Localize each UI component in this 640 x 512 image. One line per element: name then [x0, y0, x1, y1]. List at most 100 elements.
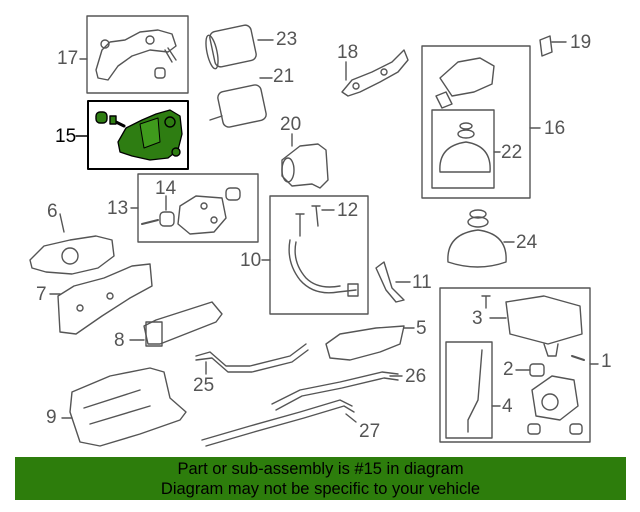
part-26-group: [271, 371, 403, 411]
leader-27: [345, 413, 357, 423]
bushing-1: [569, 423, 583, 435]
callout-18[interactable]: 18: [337, 42, 359, 63]
part-7-group: [49, 263, 153, 335]
callout-23[interactable]: 23: [276, 29, 298, 50]
part-21-group: [209, 77, 273, 128]
part-5-group: [325, 325, 415, 361]
bolt-15-head: [109, 115, 117, 125]
callout-11[interactable]: 11: [412, 272, 432, 293]
bracket-hole: [145, 35, 155, 45]
motor-16-mount: [435, 91, 453, 109]
callout-13[interactable]: 13: [107, 198, 129, 219]
callout-20[interactable]: 20: [280, 114, 302, 135]
line-26-drawing: [271, 371, 399, 405]
callout-2[interactable]: 2: [503, 359, 514, 380]
bracket-hole: [106, 292, 114, 300]
callout-9[interactable]: 9: [46, 407, 57, 428]
exploded-parts-diagram: [29, 15, 599, 447]
callout-7[interactable]: 7: [36, 284, 47, 305]
bushing-13: [225, 187, 241, 201]
callout-12[interactable]: 12: [337, 200, 359, 221]
part-15-group: [75, 100, 189, 170]
bracket-hole: [100, 39, 110, 49]
callout-14[interactable]: 14: [155, 178, 177, 199]
part-10-box: [269, 195, 369, 315]
bushing-14: [159, 211, 175, 227]
part-4-box: [445, 341, 493, 439]
bushing-17: [154, 67, 166, 79]
part-6-group: [29, 213, 115, 275]
pump-6-pulley: [61, 247, 79, 265]
bracket-18-drawing: [341, 49, 409, 97]
part-1-group: [439, 287, 599, 443]
boot-24-drawing: [447, 229, 507, 268]
bolt-1: [571, 355, 585, 361]
hose-10-drawing: [288, 239, 357, 294]
cylinder-port: [164, 116, 176, 128]
part-22-box: [431, 109, 495, 189]
shield-9-ribs: [83, 389, 151, 425]
bracket-hole: [380, 68, 388, 76]
pump-20-drawing: [281, 143, 329, 189]
part-27-group: [201, 399, 357, 447]
filter-21-nozzle: [209, 115, 223, 121]
part-20-group: [281, 133, 329, 189]
info-banner: Part or sub-assembly is #15 in diagram D…: [15, 457, 626, 500]
clip-11-drawing: [375, 261, 405, 303]
motor-16-drawing: [439, 57, 495, 97]
cylinder-flange: [139, 117, 161, 149]
mount-hole: [200, 202, 208, 210]
ring-24: [467, 216, 489, 228]
part-25-group: [195, 343, 309, 375]
callout-27[interactable]: 27: [359, 421, 381, 442]
banner-line-disclaimer: Diagram may not be specific to your vehi…: [160, 480, 481, 498]
callout-19[interactable]: 19: [570, 32, 592, 53]
cooler-8-drawing: [143, 301, 223, 345]
callout-22[interactable]: 22: [501, 142, 523, 163]
bushing-1: [527, 423, 541, 435]
part-16-group: [421, 45, 541, 199]
part-13-group: [130, 173, 259, 243]
ring-22: [459, 122, 473, 130]
callout-8[interactable]: 8: [114, 330, 125, 351]
bolt-17: [164, 47, 177, 63]
part-11-group: [375, 261, 411, 303]
filter-23-end: [205, 34, 219, 70]
callout-16[interactable]: 16: [544, 118, 566, 139]
callout-1[interactable]: 1: [601, 351, 612, 372]
callout-4[interactable]: 4: [502, 396, 513, 417]
pump-1-pulley: [541, 393, 559, 411]
shield-5-drawing: [325, 325, 405, 361]
part-16-box: [421, 45, 531, 199]
filter-21-drawing: [217, 84, 267, 128]
callout-25[interactable]: 25: [193, 375, 215, 396]
reservoir-3-drawing: [505, 295, 583, 345]
bracket-hole: [352, 82, 360, 90]
callout-24[interactable]: 24: [516, 232, 538, 253]
clip-19-drawing: [539, 35, 553, 57]
callout-10[interactable]: 10: [240, 250, 262, 271]
callout-21[interactable]: 21: [273, 66, 295, 87]
reservoir-3-neck: [543, 343, 559, 357]
pump-6-drawing: [29, 235, 115, 275]
part-1-box: [439, 287, 591, 443]
fitting-12b: [311, 205, 321, 227]
leader-6: [59, 213, 65, 233]
fitting-12a: [295, 213, 305, 237]
callout-26[interactable]: 26: [405, 366, 427, 387]
part-8-group: [129, 301, 223, 347]
line-26-inner: [275, 377, 399, 411]
callout-15[interactable]: 15: [55, 126, 77, 147]
bushing-2: [529, 363, 545, 377]
line-27-inner: [205, 405, 355, 447]
line-27-drawing: [201, 399, 353, 441]
callout-5[interactable]: 5: [416, 318, 427, 339]
line-25-inner: [195, 349, 309, 373]
boot-22-drawing: [439, 141, 491, 173]
hose-10-end: [347, 283, 359, 297]
callout-6[interactable]: 6: [47, 201, 58, 222]
callout-3[interactable]: 3: [472, 308, 483, 329]
filter-23-drawing: [209, 24, 257, 68]
callout-17[interactable]: 17: [57, 48, 79, 69]
